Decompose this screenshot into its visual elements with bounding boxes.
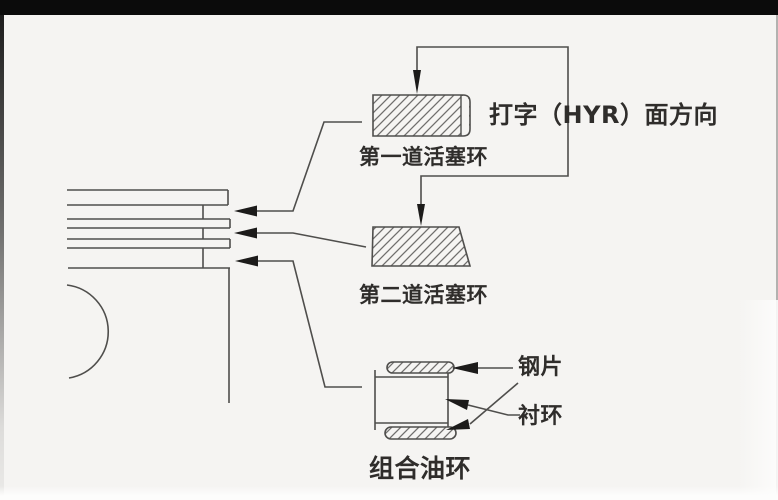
oil-ring-leaders (467, 367, 520, 425)
down-arrow-ring2 (417, 204, 425, 226)
steel-rail-bottom (384, 426, 457, 440)
second-ring-shape (371, 226, 472, 267)
groove2-arrow (234, 227, 257, 239)
label-stamp-direction: 打字（HYR）面方向 (489, 101, 718, 129)
steel-rail-top (386, 361, 455, 374)
spacer-outline (374, 370, 449, 430)
steel-rail-bottom-arrow (446, 419, 470, 430)
piston-section (66, 189, 231, 403)
label-first-ring: 第一道活塞环 (359, 145, 488, 169)
first-ring-shape (372, 94, 471, 137)
letterbox-top-bar (0, 0, 778, 15)
stamp-direction-route (416, 46, 569, 204)
bottom-fade (0, 486, 778, 500)
groove1-arrow (234, 205, 257, 217)
arrowheads (234, 70, 478, 430)
leader-lines (256, 121, 367, 388)
label-spacer-ring: 衬环 (518, 404, 564, 429)
label-steel-rail: 钢片 (518, 355, 564, 380)
groove3-arrow (235, 255, 258, 267)
down-arrow-ring1 (413, 70, 421, 94)
steel-rail-top-arrow (452, 362, 478, 374)
right-edge-line (776, 15, 778, 500)
right-fade (738, 300, 778, 500)
left-edge-shadow (0, 15, 4, 500)
label-combined-oil-ring: 组合油环 (369, 454, 472, 483)
spacer-arrow (445, 399, 469, 410)
oil-ring-assembly (374, 361, 457, 440)
label-second-ring: 第二道活塞环 (359, 283, 488, 307)
